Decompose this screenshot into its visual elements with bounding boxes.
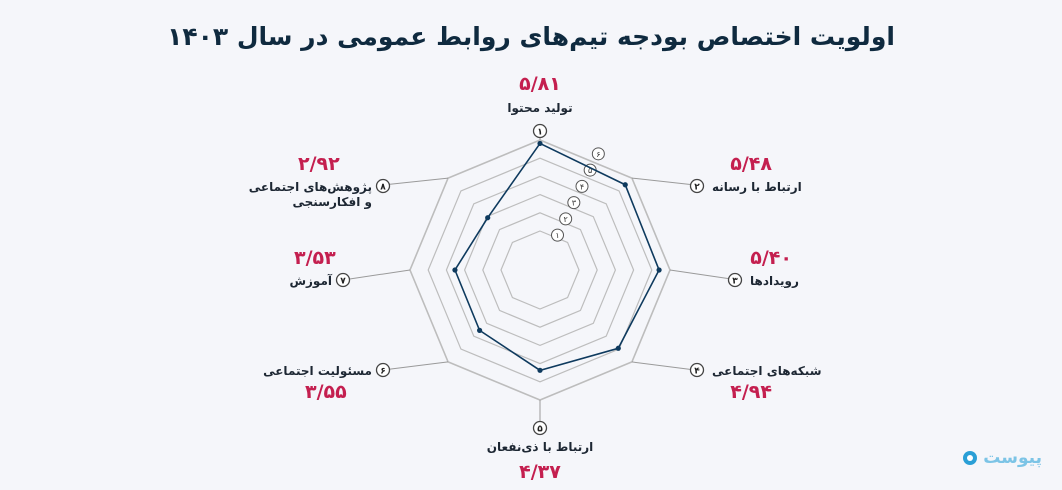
ring-badge-label-5: ۵ [588,166,592,175]
axis-line-8 [382,177,449,186]
axis-line-4 [631,361,696,371]
category-label-4: شبکه‌های اجتماعی [712,364,822,378]
ring-badge-6 [591,147,605,161]
ring-badge-4 [575,179,589,193]
axis-line-7 [342,269,411,281]
grid-ring-1 [500,230,580,310]
category-rank-3: ۳ [732,277,738,287]
series-point-6 [477,327,483,333]
category-rank-2: ۲ [694,183,700,193]
series-point-5 [537,367,543,373]
series-point-8 [485,215,491,221]
grid-ring-2 [482,212,598,328]
category-value-6: ۳/۵۵ [305,381,347,403]
category-value-4: ۴/۹۴ [730,381,772,403]
chart-title: اولویت اختصاص بودجه تیم‌های روابط عمومی … [167,22,895,51]
category-value-5: ۴/۳۷ [519,461,561,483]
pivot-logo: پیوست [963,448,1042,468]
ring-badge-label-2: ۲ [564,215,568,224]
category-label-3: رویدادها [750,274,799,289]
ring-badge-3 [567,196,581,210]
category-label-6: مسئولیت اجتماعی [263,364,372,379]
category-rank-badge-7 [335,272,351,288]
ring-badge-label-1: ۱ [555,231,559,240]
ring-badge-label-3: ۳ [572,199,577,208]
category-label-8-line-1: پژوهش‌های اجتماعی [249,180,372,195]
category-label-7: آموزش [289,273,332,289]
category-rank-badge-8 [375,178,391,194]
category-rank-badge-5 [532,420,548,436]
category-rank-6: ۶ [380,367,386,377]
category-rank-8: ۸ [380,183,386,193]
logo-text: پیوست [983,448,1042,468]
category-value-7: ۳/۵۳ [294,247,336,269]
grid-ring-6 [409,139,671,401]
category-rank-badge-1 [532,123,548,139]
category-label-5: ارتباط با ذی‌نفعان [487,440,594,454]
category-rank-badge-2 [689,178,705,194]
category-value-1: ۵/۸۱ [519,73,561,95]
category-rank-4: ۴ [694,367,700,377]
radar-axes [342,132,739,426]
category-value-3: ۵/۴۰ [750,247,792,269]
category-label-8-line-2: و افکارسنجی [293,195,373,210]
category-rank-1: ۱ [537,128,543,138]
category-rank-badge-6 [375,362,391,378]
category-rank-7: ۷ [340,277,346,287]
radar-series [452,140,662,373]
ring-badge-label-6: ۶ [596,150,600,159]
category-label-1: تولید محتوا [507,101,572,116]
series-point-1 [537,140,543,147]
pivot-logo-icon [963,451,978,465]
grid-ring-3 [463,193,617,347]
category-rank-5: ۵ [537,425,543,435]
category-rank-badge-4 [689,362,705,378]
ring-badge-2 [559,212,573,226]
axis-line-3 [669,269,739,281]
category-value-8: ۲/۹۲ [298,153,340,175]
series-point-2 [622,182,628,188]
ring-badge-1 [551,228,565,242]
radar-labels: ۱ تولید محتوا ۵/۸۱ ۲ ارتباط با رسانه ۵/۴۸ ۳ روی… [249,73,822,483]
axis-line-6 [382,361,449,371]
category-label-2: ارتباط با رسانه [712,180,802,194]
series-point-4 [615,345,621,351]
ring-badge-label-4: ۴ [580,182,584,191]
category-value-2: ۵/۴۸ [730,153,772,175]
grid-ring-5 [427,157,653,383]
category-rank-badge-3 [727,272,743,288]
series-point-3 [656,267,662,273]
axis-line-2 [631,177,696,186]
series-point-7 [452,267,458,273]
grid-ring-4 [445,175,635,365]
